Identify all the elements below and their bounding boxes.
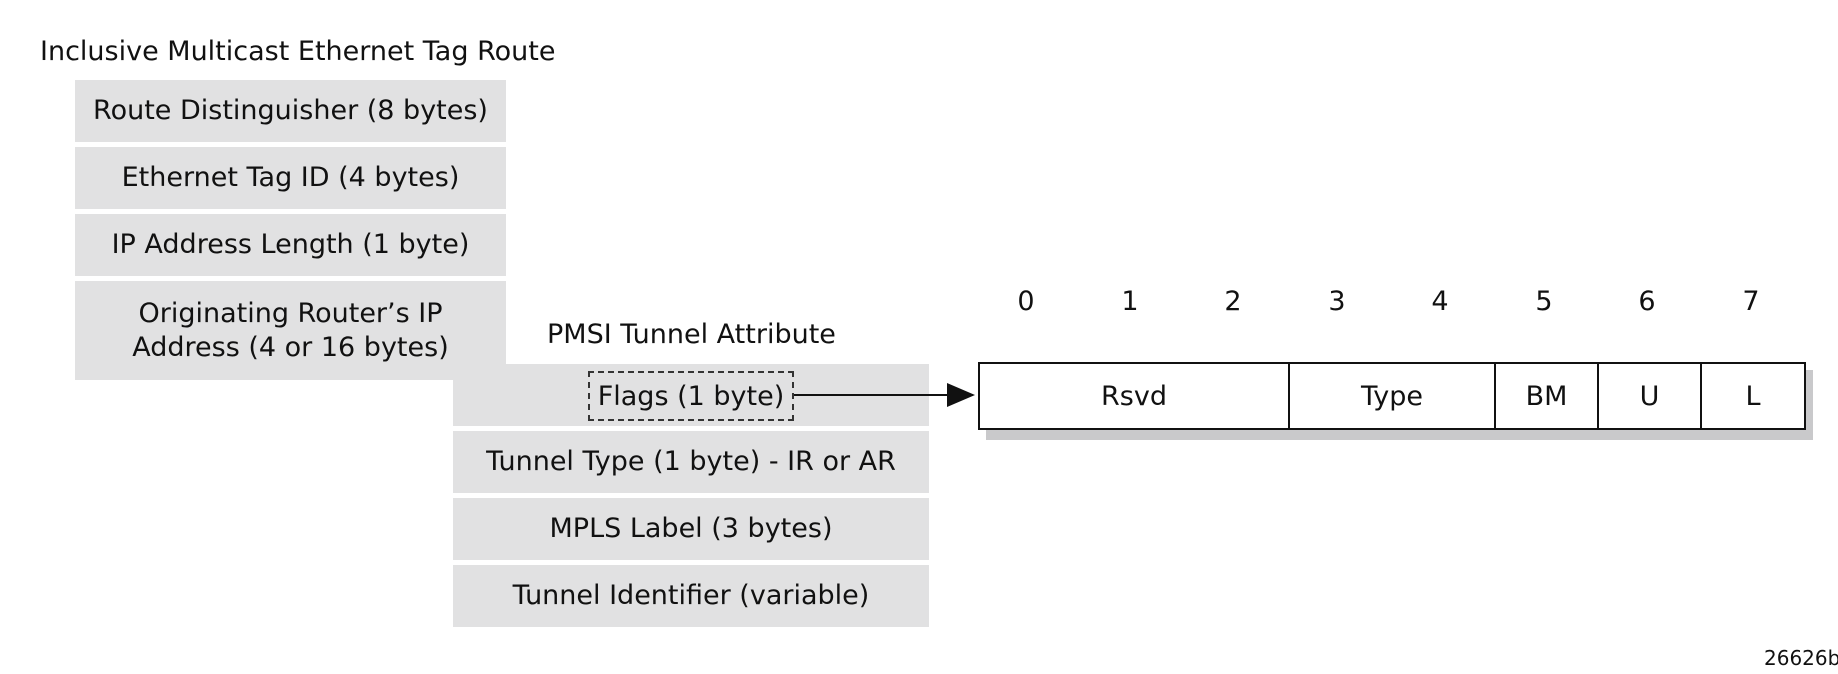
route-distinguisher-field: Route Distinguisher (8 bytes) [75,80,506,142]
bit-number-3: 3 [1328,286,1346,317]
pmsi-title: PMSI Tunnel Attribute [547,319,836,350]
flag-type-cell: Type [1288,362,1496,430]
ethernet-tag-id-field: Ethernet Tag ID (4 bytes) [75,147,506,209]
mpls-label-field: MPLS Label (3 bytes) [453,498,929,560]
bit-number-2: 2 [1224,286,1242,317]
flag-bm-cell: BM [1494,362,1599,430]
bit-number-4: 4 [1431,286,1449,317]
originating-router-ip-label-line1: Originating Router’s IP [138,297,443,329]
bit-number-5: 5 [1535,286,1553,317]
route-title: Inclusive Multicast Ethernet Tag Route [40,36,556,67]
flag-l-cell: L [1700,362,1806,430]
figure-id: 26626b [1764,646,1838,670]
route-distinguisher-label: Route Distinguisher (8 bytes) [93,95,488,126]
tunnel-identifier-field: Tunnel Identifier (variable) [453,565,929,627]
originating-router-ip-label-line2: Address (4 or 16 bytes) [132,331,449,363]
flag-u-cell: U [1597,362,1702,430]
ethernet-tag-id-label: Ethernet Tag ID (4 bytes) [121,162,460,193]
originating-router-ip-field: Originating Router’s IP Address (4 or 16… [75,281,506,380]
flags-dashed-box: Flags (1 byte) [588,371,794,421]
flag-l-label: L [1745,380,1761,412]
ip-address-length-field: IP Address Length (1 byte) [75,214,506,276]
flags-label: Flags (1 byte) [597,380,785,412]
flag-u-label: U [1639,380,1660,412]
tunnel-identifier-label: Tunnel Identifier (variable) [512,580,870,611]
ip-address-length-label: IP Address Length (1 byte) [111,229,470,260]
bit-number-1: 1 [1121,286,1139,317]
bit-number-0: 0 [1017,286,1035,317]
flag-rsvd-cell: Rsvd [978,362,1290,430]
tunnel-type-field: Tunnel Type (1 byte) - IR or AR [453,431,929,493]
flag-rsvd-label: Rsvd [1101,380,1167,412]
tunnel-type-label: Tunnel Type (1 byte) - IR or AR [486,446,896,477]
mpls-label-label: MPLS Label (3 bytes) [549,513,833,544]
bit-number-6: 6 [1638,286,1656,317]
flag-type-label: Type [1360,380,1423,412]
bit-number-7: 7 [1742,286,1760,317]
flag-bm-label: BM [1525,380,1568,412]
